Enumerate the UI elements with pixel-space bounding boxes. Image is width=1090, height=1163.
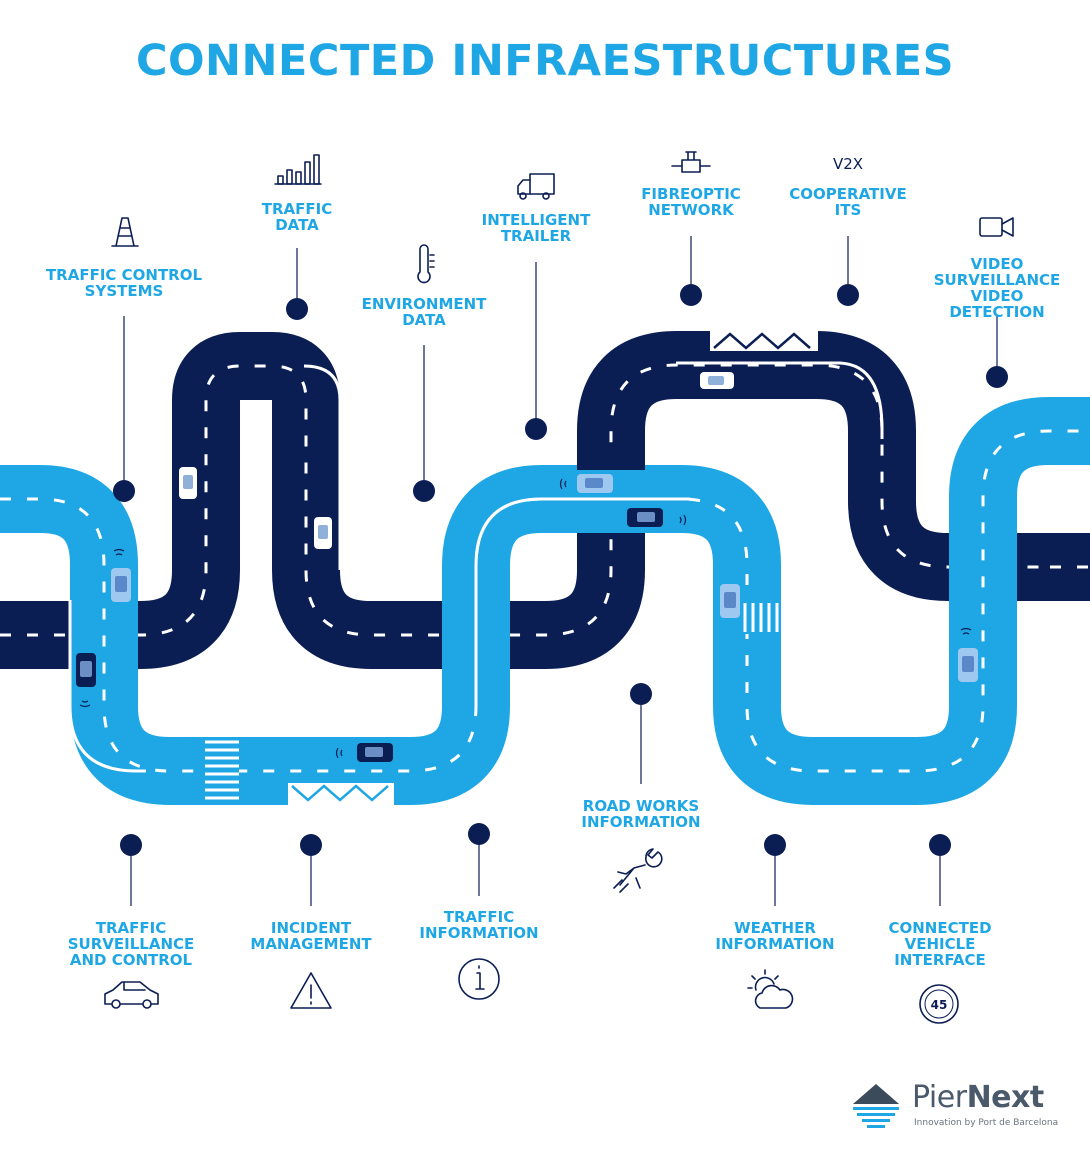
vehicles bbox=[76, 372, 978, 762]
speed-limit-icon bbox=[919, 984, 959, 1024]
vehicle bbox=[958, 648, 978, 682]
label-weather-information: WEATHER INFORMATION bbox=[715, 919, 835, 953]
label-cooperative-its: COOPERATIVE ITS bbox=[789, 185, 907, 219]
vehicle bbox=[627, 508, 663, 527]
speed-limit-value: 45 bbox=[931, 998, 948, 1012]
label-traffic-information: TRAFFIC INFORMATION bbox=[419, 908, 539, 942]
dark-road bbox=[0, 329, 1090, 669]
vehicle bbox=[577, 474, 613, 493]
label-traffic-data: TRAFFIC DATA bbox=[261, 200, 333, 234]
connectors bbox=[113, 236, 1008, 906]
video-camera-icon bbox=[979, 217, 1014, 237]
label-environment-data: ENVIRONMENT DATA bbox=[361, 295, 487, 329]
vehicle bbox=[700, 372, 734, 389]
vehicle bbox=[357, 743, 393, 762]
crosswalk bbox=[205, 737, 239, 805]
bar-chart-icon bbox=[274, 154, 322, 185]
brand-name-bold: Next bbox=[966, 1080, 1045, 1115]
light-road bbox=[0, 397, 1090, 805]
traffic-cone-icon bbox=[111, 217, 139, 247]
vehicle bbox=[179, 467, 197, 499]
label-intelligent-trailer: INTELLIGENT TRAILER bbox=[481, 211, 591, 245]
vehicle bbox=[111, 568, 131, 602]
vehicle bbox=[314, 517, 332, 549]
label-traffic-control-systems: TRAFFIC CONTROL SYSTEMS bbox=[45, 266, 203, 300]
vehicle bbox=[76, 653, 96, 687]
label-fibreoptic-network: FIBREOPTIC NETWORK bbox=[641, 185, 741, 219]
wrench-hand-icon bbox=[613, 848, 663, 893]
signal-icon bbox=[79, 375, 972, 759]
label-connected-vehicle-interface: CONNECTED VEHICLE INTERFACE bbox=[888, 919, 992, 969]
label-incident-management: INCIDENT MANAGEMENT bbox=[250, 919, 372, 953]
page-title: CONNECTED INFRAESTRUCTURES bbox=[135, 36, 955, 86]
sun-cloud-icon bbox=[747, 969, 794, 1009]
label-traffic-surveillance: TRAFFIC SURVEILLANCE AND CONTROL bbox=[67, 919, 195, 969]
overpass bbox=[577, 450, 645, 470]
fibre-connector-icon bbox=[671, 151, 711, 173]
truck-icon bbox=[517, 173, 555, 200]
label-video-surveillance: VIDEO SURVEILLANCE VIDEO DETECTION bbox=[933, 255, 1061, 321]
thermometer-icon bbox=[417, 244, 435, 284]
warning-triangle-icon bbox=[290, 972, 332, 1009]
car-icon bbox=[104, 981, 159, 1009]
label-road-works-information: ROAD WORKS INFORMATION bbox=[581, 797, 701, 831]
vehicle bbox=[720, 584, 740, 618]
brand-name-light: Pier bbox=[912, 1080, 967, 1115]
info-circle-icon bbox=[458, 958, 500, 1000]
label-v2x: V2X bbox=[832, 155, 864, 173]
piernext-logo-icon bbox=[853, 1084, 899, 1128]
brand-name: PierNext bbox=[912, 1080, 1044, 1115]
brand-tagline: Innovation by Port de Barcelona bbox=[914, 1118, 1059, 1128]
